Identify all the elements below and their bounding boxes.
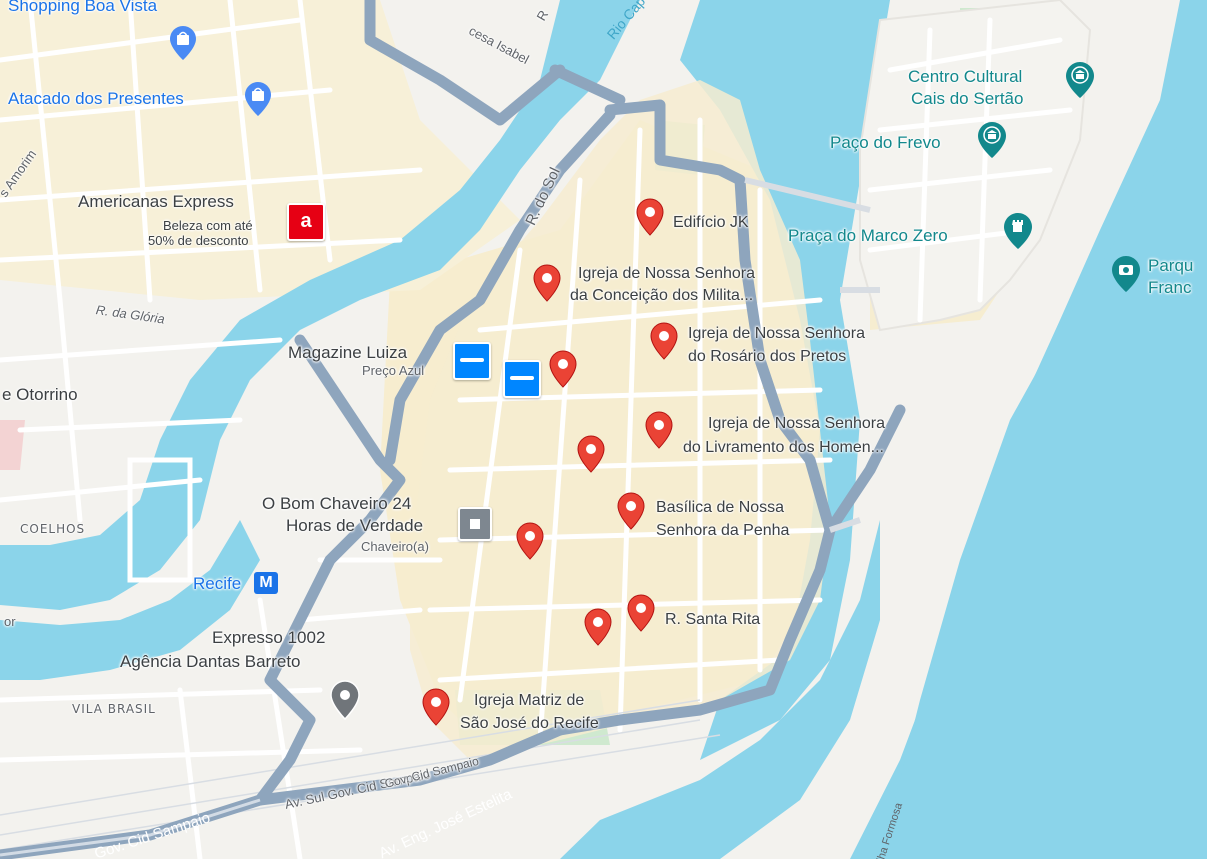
igreja-rosario-label-2[interactable]: do Rosário dos Pretos [688,348,847,365]
magazine-luiza-label[interactable]: Magazine Luiza [288,343,408,362]
map-pin-igreja-livramento[interactable] [645,411,673,449]
monument-icon[interactable] [1004,213,1032,254]
americanas-label[interactable]: Americanas Express [78,192,234,211]
rua-santa-rita-label[interactable]: R. Santa Rita [665,611,761,628]
americanas-promo-2: 50% de desconto [148,233,249,248]
shopping-bag-icon[interactable] [245,82,271,121]
shopping-label[interactable]: Shopping Boa Vista [8,0,158,15]
basilica-penha-label-1[interactable]: Basílica de Nossa [656,499,785,516]
americanas-promo-1: Beleza com até [163,218,253,233]
map-pin-basilica-penha[interactable] [617,492,645,530]
americanas-logo-letter: a [300,210,312,232]
street-or: or [4,614,16,629]
chaveiro-sub: Chaveiro(a) [361,539,429,554]
district-coelhos: COELHOS [20,522,86,536]
igreja-sao-jose-label-2[interactable]: São José do Recife [460,715,599,732]
centro-cultural-label-1[interactable]: Centro Cultural [908,67,1023,86]
igreja-conceicao-label-1[interactable]: Igreja de Nossa Senhora [578,265,755,282]
basilica-penha-label-2[interactable]: Senhora da Penha [656,522,790,539]
igreja-rosario-label-1[interactable]: Igreja de Nossa Senhora [688,325,865,342]
centro-cultural-label-2[interactable]: Cais do Sertão [911,89,1024,108]
parque-label-2[interactable]: Franc [1148,278,1192,297]
chaveiro-label-2[interactable]: Horas de Verdade [286,516,424,535]
recife-metro-label[interactable]: Recife [193,574,242,593]
map-pin-igreja-sao-jose[interactable] [422,688,450,726]
map-pin-igreja-rosario[interactable] [650,322,678,360]
shopping-bag-icon[interactable] [170,26,196,65]
edificio-jk-label[interactable]: Edifício JK [673,214,749,231]
metro-icon-letter: M [259,574,273,591]
chaveiro-label-1[interactable]: O Bom Chaveiro 24 [262,494,412,513]
museum-icon[interactable] [1066,62,1094,103]
expresso-label-2[interactable]: Agência Dantas Barreto [120,652,301,671]
map-pin-edificio-jk[interactable] [636,198,664,236]
expresso-label-1[interactable]: Expresso 1002 [212,628,326,647]
magazine-luiza-logo-icon[interactable] [453,342,491,380]
igreja-conceicao-label-2[interactable]: da Conceição dos Milita... [570,287,754,304]
map-pin-unnamed-2[interactable] [577,435,605,473]
map-pin-igreja-conceicao[interactable] [533,264,561,302]
museum-icon[interactable] [978,122,1006,163]
igreja-sao-jose-label-1[interactable]: Igreja Matriz de [474,692,585,709]
parque-label-1[interactable]: Parqu [1148,256,1194,275]
magazine-luiza-sub: Preço Azul [362,363,425,378]
metro-icon[interactable]: M [254,572,278,594]
americanas-logo-icon[interactable]: a [287,203,325,241]
atacado-label[interactable]: Atacado dos Presentes [8,89,184,108]
paco-frevo-label[interactable]: Paço do Frevo [830,133,941,152]
map-pin-unnamed-3[interactable] [516,522,544,560]
chaveiro-square-icon[interactable] [458,507,492,541]
map-pin-gray-icon[interactable] [330,680,360,725]
igreja-livramento-label-2[interactable]: do Livramento dos Homen... [683,439,884,456]
otorrino-label[interactable]: e Otorrino [2,385,78,404]
map-pin-rua-santa-rita[interactable] [627,594,655,632]
camera-icon[interactable] [1112,256,1140,297]
map-pin-unnamed-1[interactable] [549,350,577,388]
map-pin-unnamed-4[interactable] [584,608,612,646]
district-vila-brasil: VILA BRASIL [72,702,156,716]
magazine-luiza-logo-icon-2[interactable] [503,360,541,398]
igreja-livramento-label-1[interactable]: Igreja de Nossa Senhora [708,415,885,432]
marco-zero-label[interactable]: Praça do Marco Zero [788,226,948,245]
